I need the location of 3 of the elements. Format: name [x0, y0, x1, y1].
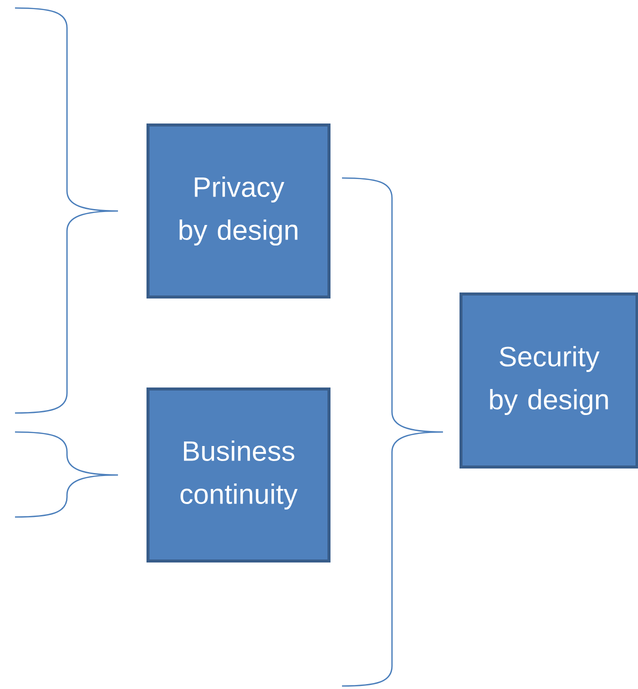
process-box: Business continuity — [146, 388, 330, 562]
process-box: Security by design — [460, 292, 638, 468]
process-box: Privacy by design — [146, 124, 330, 298]
